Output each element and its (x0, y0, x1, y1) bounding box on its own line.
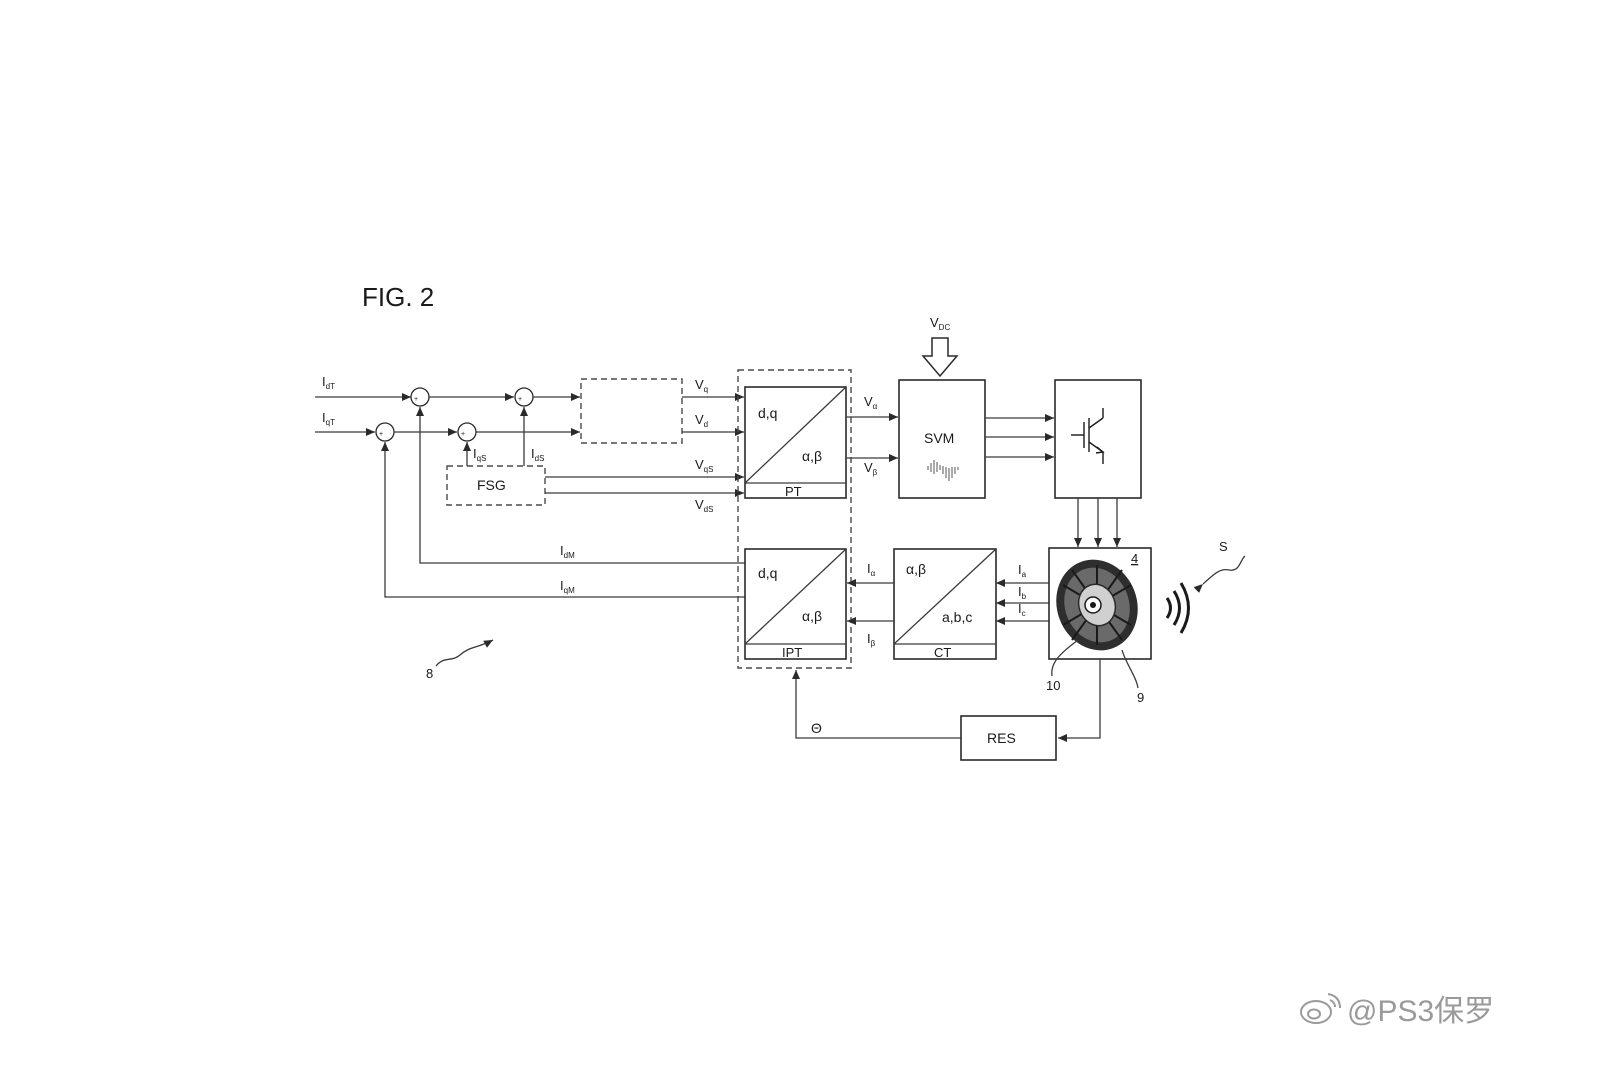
label-ic: Ic (1018, 601, 1026, 618)
ipt-bottom-label: α,β (802, 608, 822, 624)
ct-name: CT (934, 645, 951, 660)
label-ids: IdS (531, 446, 544, 463)
motor-block: 4 (1048, 547, 1152, 660)
controller-block (580, 378, 683, 444)
ct-bottom-label: a,b,c (942, 609, 972, 625)
watermark-text: @PS3保罗 (1347, 995, 1494, 1028)
rotor-ref-numeral: 10 (1046, 678, 1060, 693)
label-vbeta: Vβ (864, 460, 878, 477)
igbt-transistor-icon (1071, 408, 1105, 464)
sum-sign: + (379, 431, 383, 438)
sum-sign: + (461, 431, 465, 438)
figure-title: FIG. 2 (362, 282, 434, 312)
motor-numeral: 4 (1131, 551, 1138, 566)
transform-enclosure (737, 369, 852, 669)
svm-label: SVM (924, 430, 954, 446)
weibo-logo-icon (1300, 993, 1341, 1024)
sum-sign: + (414, 396, 418, 403)
motor-icon (1056, 559, 1138, 651)
label-vd: Vd (695, 412, 708, 429)
fsg-block (446, 465, 546, 506)
sound-waves-icon (1165, 582, 1190, 634)
inverter-block (1054, 379, 1142, 499)
ct-block: α,β a,b,c CT (893, 548, 997, 660)
input-label-idT: IdT (322, 374, 335, 391)
label-vqs: VqS (695, 457, 713, 474)
sum-sign: + (518, 396, 522, 403)
ipt-block: d,q α,β IPT (744, 548, 847, 660)
label-ialpha: Iα (867, 561, 876, 578)
label-theta: Θ (811, 720, 822, 736)
label-iqs: IqS (473, 446, 486, 463)
label-ia: Ia (1018, 562, 1027, 579)
svm-block: SVM (898, 379, 986, 499)
label-iqm: IqM (560, 578, 575, 595)
ipt-name: IPT (782, 645, 802, 660)
stator-ref-numeral: 9 (1137, 690, 1144, 705)
res-block: RES (960, 715, 1057, 761)
pt-bottom-label: α,β (802, 448, 822, 464)
pt-block: d,q α,β PT (744, 386, 847, 499)
ipt-top-label: d,q (758, 565, 777, 581)
input-label-iqT: IqT (322, 410, 335, 427)
label-vdc: VDC (930, 315, 950, 332)
res-label: RES (987, 730, 1016, 746)
fsg-label: FSG (477, 477, 506, 493)
label-ib: Ib (1018, 584, 1027, 601)
label-vds: VdS (695, 497, 713, 514)
label-valpha: Vα (864, 394, 878, 411)
label-vq: Vq (695, 377, 708, 394)
pwm-waveform-icon (927, 460, 959, 481)
vdc-arrow-icon (921, 337, 959, 378)
pt-name: PT (785, 484, 802, 499)
sound-ref-label: S (1219, 539, 1228, 554)
label-idm: IdM (560, 543, 575, 560)
ct-top-label: α,β (906, 561, 926, 577)
pt-top-label: d,q (758, 405, 777, 421)
label-ibeta: Iβ (867, 631, 876, 648)
figure-ref-numeral: 8 (426, 666, 433, 681)
